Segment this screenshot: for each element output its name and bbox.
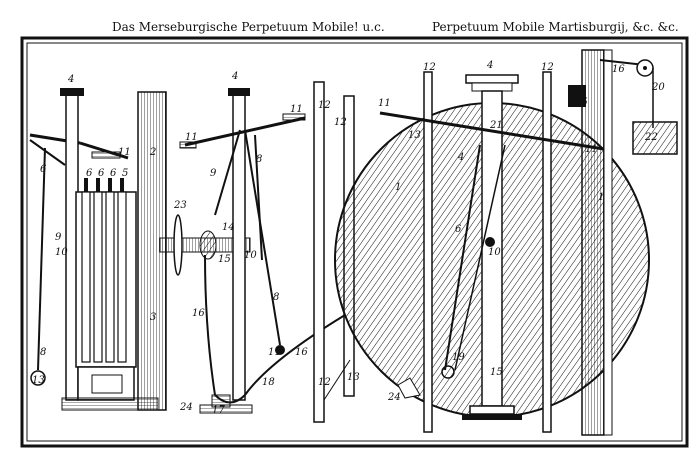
figure-label-l10: 10 — [488, 247, 501, 258]
figure-label-l23: 23 — [173, 200, 187, 211]
figure-label-l15: 15 — [490, 367, 503, 378]
middle-lever-machine — [179, 88, 351, 414]
figure-label-l12: 12 — [541, 62, 554, 73]
figure-label-l11: 11 — [585, 144, 598, 155]
left-pump-machine — [29, 88, 159, 411]
figure-label-l8: 8 — [273, 292, 279, 303]
axle-and-drum — [159, 214, 251, 276]
figure-label-l12: 12 — [334, 117, 347, 128]
figure-label-l3: 3 — [150, 312, 156, 323]
figure-label-l8: 8 — [40, 347, 46, 358]
figure-label-l22: 22 — [644, 132, 658, 143]
outer-frame — [20, 36, 689, 448]
figure-label-l4: 4 — [231, 71, 238, 82]
figure-label-l4: 4 — [67, 74, 74, 85]
figure-label-l11: 11 — [268, 347, 281, 358]
figure-label-l8: 8 — [256, 154, 262, 165]
figure-label-l17: 17 — [212, 405, 225, 416]
large-wheel-machine — [313, 49, 678, 436]
figure-label-l9: 9 — [210, 168, 217, 179]
figure-label-l19: 19 — [452, 352, 465, 363]
figure-label-l11: 11 — [185, 132, 198, 143]
figure-label-l12: 12 — [423, 62, 436, 73]
figure-label-l10: 10 — [244, 250, 257, 261]
figure-label-l11: 11 — [118, 147, 131, 158]
figure-label-l16: 16 — [612, 64, 625, 75]
figure-label-l16: 16 — [192, 308, 205, 319]
figure-label-l21: 21 — [489, 120, 503, 131]
figure-label-l2: 2 — [149, 147, 156, 158]
figure-label-l13: 13 — [32, 375, 45, 386]
figure-label-l24: 24 — [179, 402, 193, 413]
figure-label-l25: 25 — [574, 97, 588, 108]
figure-label-l16: 16 — [295, 347, 308, 358]
figure-label-l20: 20 — [651, 82, 665, 93]
figure-label-l12: 12 — [318, 100, 331, 111]
inner-frame — [26, 42, 683, 442]
figure-label-l6: 6 — [110, 168, 117, 179]
figure-label-l13: 13 — [347, 372, 360, 383]
figure-label-l10: 10 — [55, 247, 68, 258]
figure-label-l12: 12 — [318, 377, 331, 388]
figure-label-l1: 1 — [395, 182, 401, 193]
figure-label-l11: 11 — [290, 104, 303, 115]
figure-label-l4: 4 — [457, 152, 464, 163]
figure-labels: 4 4 4 2 11 11 11 11 11 6 6 6 6 5 9 10 8 … — [32, 60, 665, 416]
figure-label-l4: 4 — [486, 60, 493, 71]
plate-title-latin: Perpetuum Mobile Martisburgij, &c. &c. — [432, 20, 679, 34]
figure-label-l6: 6 — [40, 164, 47, 175]
figure-label-l1: 1 — [598, 192, 604, 203]
figure-label-l24: 24 — [387, 392, 401, 403]
figure-label-l6: 6 — [86, 168, 93, 179]
figure-label-l6: 6 — [455, 224, 462, 235]
figure-label-l14: 14 — [222, 222, 235, 233]
figure-label-l18: 18 — [262, 377, 275, 388]
plate-title-german: Das Merseburgische Perpetuum Mobile! u.c… — [112, 20, 385, 34]
figure-label-l6: 6 — [98, 168, 105, 179]
figure-label-l11: 11 — [378, 98, 391, 109]
figure-label-l13: 13 — [408, 130, 421, 141]
figure-label-l15: 15 — [218, 254, 231, 265]
figure-label-l5: 5 — [122, 168, 128, 179]
figure-label-l9: 9 — [55, 232, 62, 243]
hanging-weight — [632, 121, 678, 155]
